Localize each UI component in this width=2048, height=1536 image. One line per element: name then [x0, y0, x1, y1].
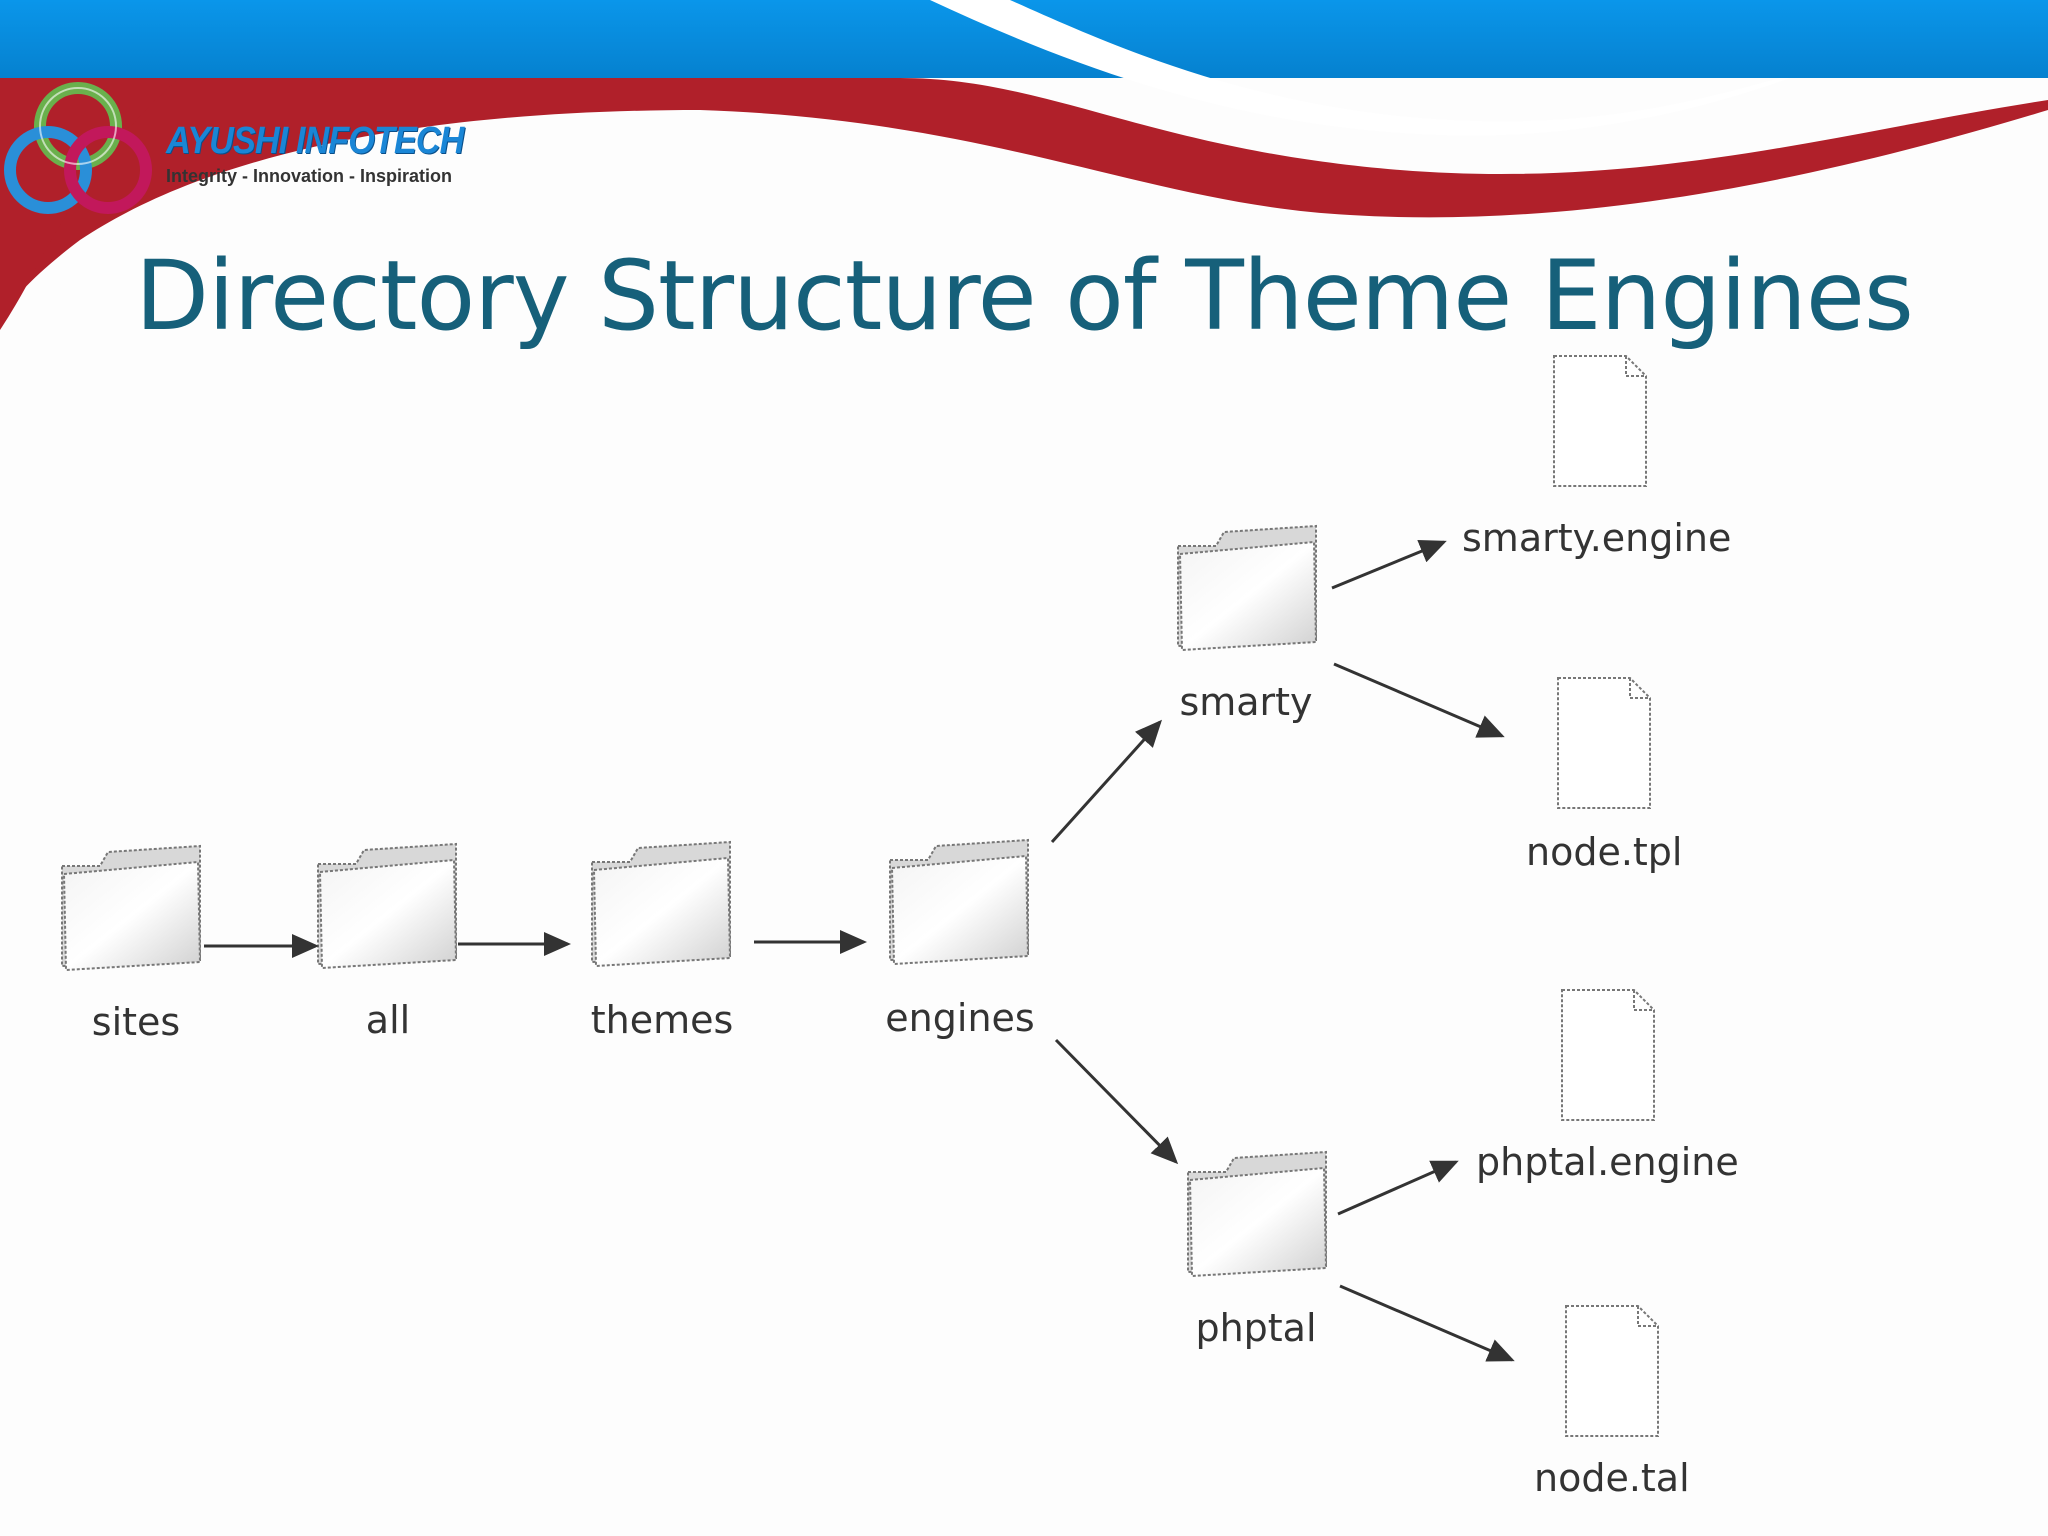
- arrow-phptal-engine-file: [1337, 1160, 1459, 1216]
- arrow-smarty-node-file: [1333, 662, 1505, 738]
- file-node-tal-icon: [1565, 1305, 1659, 1437]
- folder-label-phptal: phptal: [1195, 1306, 1317, 1350]
- brand-tagline: Integrity - Innovation - Inspiration: [166, 166, 452, 186]
- folder-label-all: all: [365, 998, 411, 1042]
- file-node-tpl-icon: [1557, 677, 1651, 809]
- file-phptal-engine-icon: [1561, 989, 1655, 1121]
- file-label-node-tal: node.tal: [1534, 1456, 1690, 1500]
- header-banner: [0, 0, 2048, 330]
- arrow-engines-phptal: [1054, 1038, 1179, 1165]
- arrow-engines-smarty: [1050, 719, 1163, 844]
- arrow-phptal-node-file: [1339, 1284, 1515, 1362]
- folder-phptal-icon: [1187, 1151, 1327, 1277]
- slide-title: Directory Structure of Theme Engines: [135, 240, 1914, 352]
- file-smarty-engine-icon: [1553, 355, 1647, 487]
- folder-themes-icon: [591, 841, 731, 967]
- arrow-smarty-engine-file: [1331, 540, 1447, 590]
- folder-label-smarty: smarty: [1179, 680, 1313, 724]
- file-label-smarty-engine: smarty.engine: [1462, 516, 1732, 560]
- file-label-node-tpl: node.tpl: [1526, 830, 1683, 874]
- folder-label-engines: engines: [885, 996, 1035, 1040]
- folder-all-icon: [317, 843, 457, 969]
- folder-smarty-icon: [1177, 525, 1317, 651]
- company-logo: [4, 82, 152, 214]
- folder-sites-icon: [61, 845, 201, 971]
- folder-label-sites: sites: [91, 1000, 181, 1044]
- brand-name: AYUSHI INFOTECH: [166, 120, 464, 162]
- folder-label-themes: themes: [590, 998, 734, 1042]
- folder-engines-icon: [889, 839, 1029, 965]
- file-label-phptal-engine: phptal.engine: [1476, 1140, 1739, 1184]
